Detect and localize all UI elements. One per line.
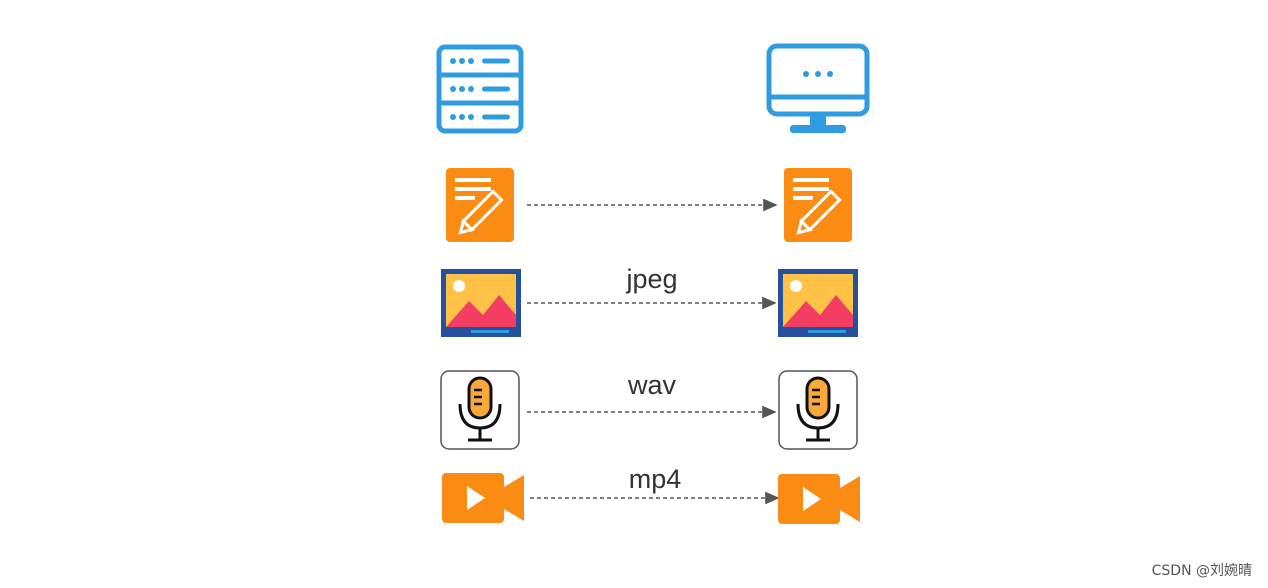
microphone-icon [778, 370, 858, 450]
video-camera-icon [441, 472, 525, 524]
document-edit-icon [443, 166, 521, 244]
microphone-icon [440, 370, 520, 450]
image-icon [441, 269, 521, 337]
video-camera-icon [777, 473, 861, 525]
server-icon [436, 44, 524, 134]
document-edit-icon [781, 166, 859, 244]
image-icon [778, 269, 858, 337]
image-format-label: jpeg [626, 264, 678, 294]
video-format-label: mp4 [628, 464, 682, 494]
audio-format-label: wav [627, 370, 676, 400]
watermark: CSDN @刘婉晴 [1151, 563, 1252, 579]
monitor-icon [766, 43, 870, 135]
